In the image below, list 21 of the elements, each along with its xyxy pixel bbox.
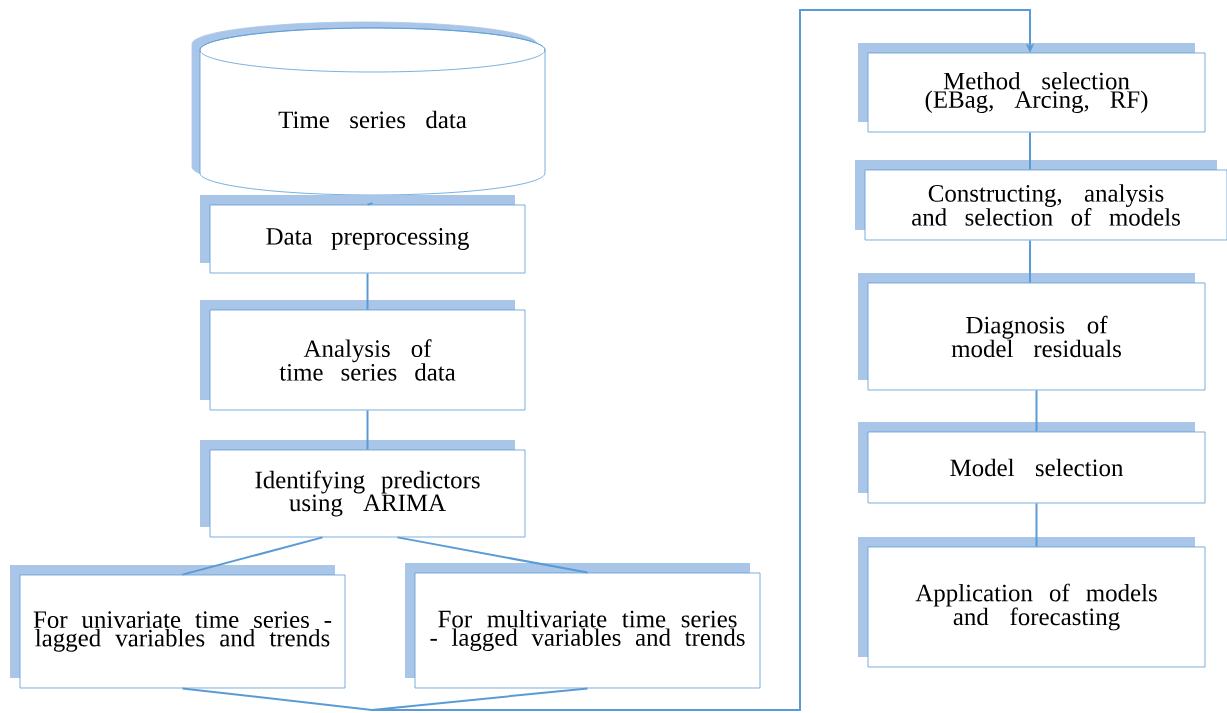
process-box: Analysis of time series data [200,300,526,411]
database-cylinder: Time series data [191,21,546,196]
connector-line [1029,131,1031,171]
connector-line [1029,239,1031,284]
connector-line [1035,502,1038,548]
process-box: Diagnosis of model residuals [858,273,1206,391]
connector-line [366,409,369,451]
process-box: For univariate time series - lagged variables and trends [10,565,346,689]
process-box: Data preprocessing [200,195,526,274]
process-box: For multivariate time series - lagged variables and trends [405,563,761,689]
connector-line [371,9,1035,711]
process-box: Application of models and forecasting [858,537,1206,668]
connector-line [181,536,324,576]
process-box: Method selection (EBag, Arcing, RF) [858,43,1206,133]
connector-line [366,202,374,206]
process-box: Constructing, analysis and selection of models [855,160,1227,241]
connector-line [366,272,369,311]
connector-line [396,536,589,574]
process-box: Identifying predictors using ARIMA [200,440,526,538]
connector-line [1035,389,1038,433]
process-box: Model selection [858,422,1206,504]
